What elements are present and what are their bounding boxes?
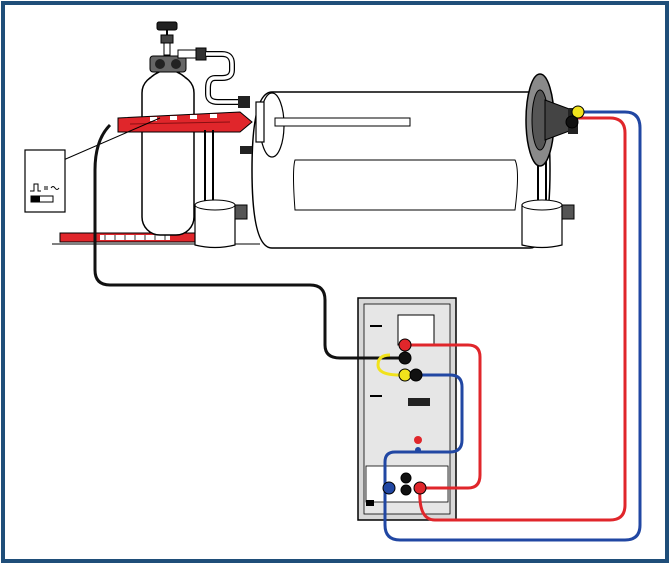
pulse-switch-icon xyxy=(24,149,66,213)
black-cable xyxy=(93,123,400,360)
red-cable-speaker xyxy=(418,116,627,522)
red-cable xyxy=(405,343,482,490)
gas-cylinder xyxy=(141,69,195,236)
yellow-cable xyxy=(376,353,401,377)
socket-yellow xyxy=(398,368,412,382)
socket-black-3 xyxy=(400,472,412,484)
socket-black xyxy=(398,351,412,365)
support-clamp-right xyxy=(521,150,575,249)
blue-cable-speaker xyxy=(383,110,642,542)
speaker-terminal-yellow xyxy=(571,105,585,119)
socket-red-bottom xyxy=(413,481,427,495)
glass-tube xyxy=(240,91,551,249)
socket-black-4 xyxy=(400,484,412,496)
measurement-interface xyxy=(357,297,457,521)
blue-cable xyxy=(383,373,464,490)
support-clamp-left xyxy=(194,130,248,249)
socket-black-2 xyxy=(409,368,423,382)
socket-blue xyxy=(382,481,396,495)
socket-red-top xyxy=(398,338,412,352)
speaker-terminal-black xyxy=(565,115,579,129)
hose-connector xyxy=(238,96,250,108)
pressure-regulator xyxy=(149,21,207,73)
